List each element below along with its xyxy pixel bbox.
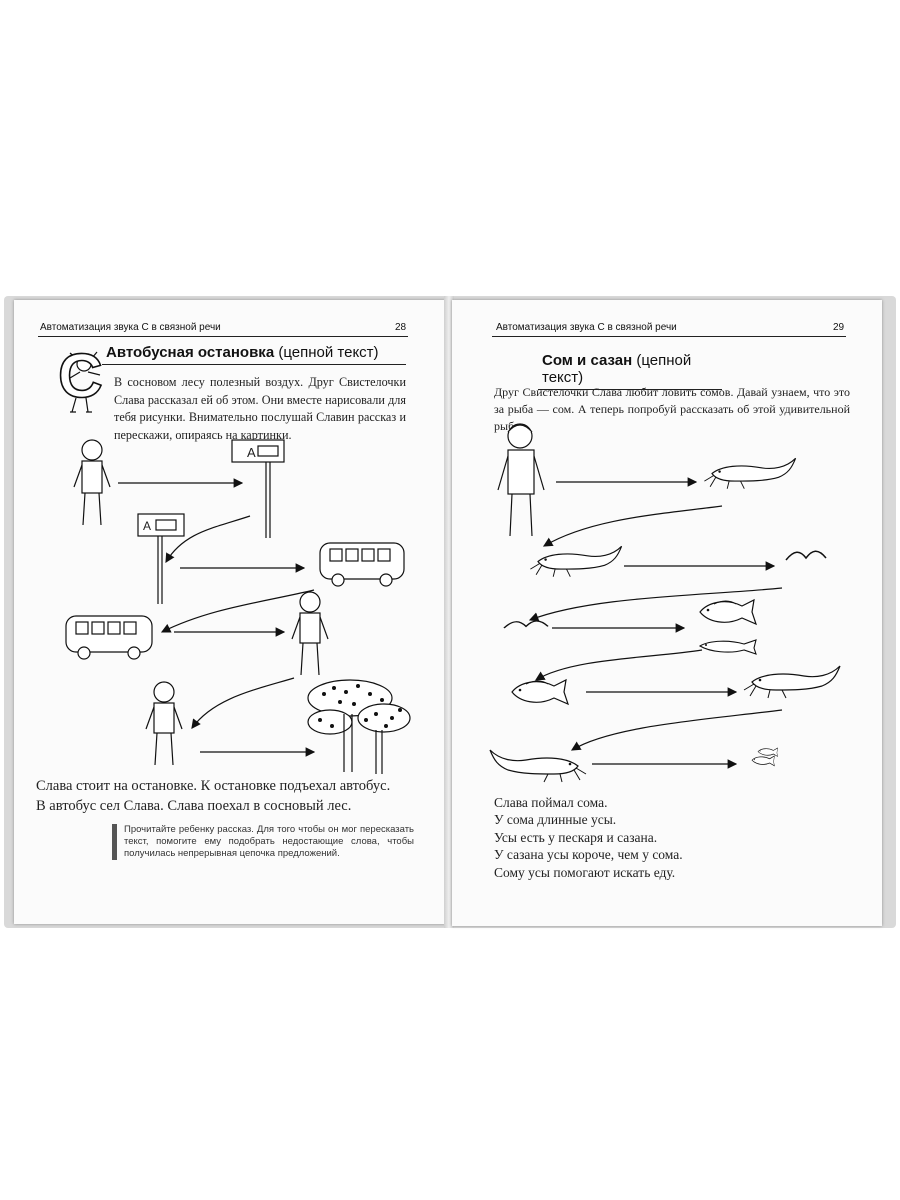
story-line: У сазана усы короче, чем у сома. — [494, 847, 683, 863]
boy-icon — [145, 681, 183, 766]
catfish-icon — [489, 749, 587, 783]
story-line: Усы есть у пескаря и сазана. — [494, 829, 658, 845]
right-page: Автоматизация звука С в связной речи 29 … — [452, 300, 882, 926]
title-text: Сом и сазан — [542, 352, 633, 369]
teacher-note: Прочитайте ребенку рассказ. Для того что… — [112, 824, 414, 860]
whiskers-icon — [785, 550, 827, 561]
title-note: (цепной текст) — [542, 352, 692, 386]
story-text: Слава стоит на остановке. К остановке по… — [36, 776, 436, 816]
boy-icon — [497, 423, 545, 537]
header-rule — [492, 336, 846, 337]
page-title: Автобусная остановка (цепной текст) — [102, 342, 406, 365]
running-head: Автоматизация звука С в связной речи — [496, 322, 677, 333]
story-line: Сому усы помогают искать еду. — [494, 864, 676, 880]
title-text: Автобусная остановка — [106, 344, 275, 361]
story-line: В автобус сел Слава. Слава поехал в сосн… — [36, 798, 352, 814]
title-note: (цепной текст) — [278, 344, 379, 361]
mascot-girl-icon — [69, 351, 101, 413]
story-illustration — [489, 423, 841, 783]
running-head: Автоматизация звука С в связной речи — [40, 322, 221, 333]
story-line: Слава стоит на остановке. К остановке по… — [36, 778, 391, 794]
story-line: У сома длинные усы. — [494, 812, 617, 828]
book-spine — [444, 296, 454, 928]
intro-paragraph: В сосновом лесу полезный воздух. Друг Св… — [114, 375, 406, 442]
page-title: Сом и сазан (цепной текст) — [538, 350, 722, 390]
carp-icon — [511, 679, 569, 705]
carp-icon — [699, 599, 757, 625]
sign-letter: А — [247, 445, 256, 460]
sign-letter: А — [143, 519, 152, 533]
small-fish-icon — [751, 747, 778, 767]
whiskers-icon — [503, 620, 549, 629]
bus-stop-sign-icon — [231, 439, 285, 538]
bus-stop-sign-icon — [137, 513, 185, 604]
left-page: Автоматизация звука С в связной речи 28 … — [14, 300, 446, 924]
gudgeon-icon — [699, 639, 757, 655]
pine-trees-icon — [307, 679, 411, 774]
story-line: Слава поймал сома. — [494, 795, 608, 810]
intro-paragraph: Друг Свистелочки Слава любит ловить сомо… — [494, 385, 850, 433]
catfish-icon — [703, 457, 797, 490]
page-number: 28 — [395, 322, 407, 333]
story-text: Слава поймал сома. У сома длинные усы. У… — [494, 794, 794, 881]
letter-c-icon: С — [57, 342, 103, 411]
bus-icon — [65, 615, 153, 660]
header-rule — [38, 336, 408, 337]
boy-icon — [73, 439, 111, 526]
catfish-icon — [743, 665, 841, 699]
boy-icon — [291, 591, 329, 676]
story-illustration — [65, 439, 411, 774]
catfish-icon — [529, 545, 623, 578]
bus-icon — [319, 542, 405, 587]
page-number: 29 — [833, 322, 845, 333]
